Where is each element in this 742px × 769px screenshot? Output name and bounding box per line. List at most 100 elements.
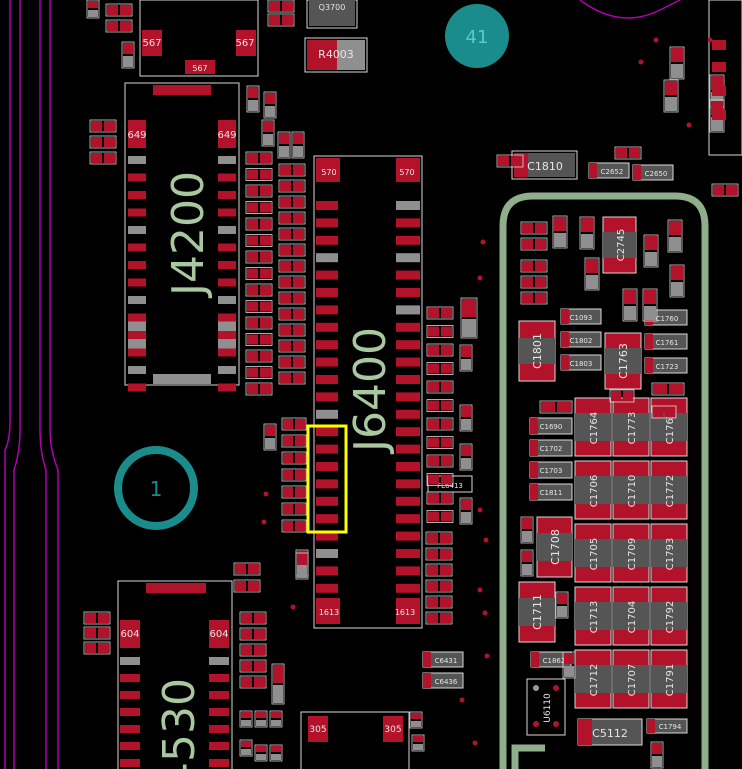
capacitor-c1764[interactable]: C1764 <box>574 397 612 457</box>
capacitor-c1802[interactable]: C1802 <box>560 331 602 348</box>
passive-component[interactable] <box>278 211 306 225</box>
passive-component[interactable] <box>281 434 307 448</box>
passive-component[interactable] <box>281 451 307 465</box>
capacitor-c1762[interactable]: C1762 <box>650 397 688 457</box>
passive-component[interactable] <box>614 146 642 160</box>
passive-component[interactable] <box>269 710 283 728</box>
passive-component[interactable] <box>245 349 273 363</box>
passive-component[interactable] <box>278 227 306 241</box>
capacitor-c1763[interactable]: C1763 <box>604 332 642 390</box>
resistor-r4003[interactable]: R4003 <box>304 37 368 73</box>
passive-component[interactable] <box>426 436 454 449</box>
passive-component[interactable] <box>426 380 454 394</box>
passive-component[interactable] <box>426 362 454 375</box>
passive-component[interactable] <box>245 382 273 396</box>
passive-component[interactable] <box>233 562 261 576</box>
passive-component[interactable] <box>520 221 548 235</box>
passive-component[interactable] <box>239 675 267 689</box>
passive-component[interactable] <box>278 243 306 257</box>
passive-component[interactable] <box>425 547 453 561</box>
capacitor-c1791[interactable]: C1791 <box>650 649 688 709</box>
passive-component[interactable] <box>459 404 473 432</box>
passive-component[interactable] <box>496 154 524 168</box>
passive-component[interactable] <box>520 516 534 544</box>
passive-component[interactable] <box>267 13 295 27</box>
passive-component[interactable] <box>278 307 306 321</box>
passive-component[interactable] <box>245 168 273 181</box>
connector-j4200[interactable]: 649 649 J4200 <box>124 82 240 392</box>
capacitor-c1707[interactable]: C1707 <box>612 649 650 709</box>
capacitor-c1708[interactable]: C1708 <box>536 516 573 578</box>
passive-component[interactable] <box>562 651 576 679</box>
passive-component[interactable] <box>459 443 473 471</box>
passive-component[interactable] <box>239 739 253 757</box>
passive-component[interactable] <box>278 339 306 353</box>
passive-component[interactable] <box>245 184 273 198</box>
passive-component[interactable] <box>269 744 283 762</box>
passive-component[interactable] <box>83 611 111 625</box>
passive-component[interactable] <box>245 333 273 346</box>
capacitor-c1773[interactable]: C1773 <box>612 397 650 457</box>
passive-component[interactable] <box>411 734 425 752</box>
passive-component[interactable] <box>425 579 453 593</box>
passive-component[interactable] <box>86 0 100 19</box>
passive-component[interactable] <box>89 119 117 133</box>
passive-component[interactable] <box>579 216 595 250</box>
passive-component[interactable] <box>291 131 305 159</box>
passive-component[interactable] <box>425 611 453 625</box>
passive-component[interactable] <box>278 355 306 369</box>
capacitor-c1706[interactable]: C1706 <box>574 460 612 520</box>
connector-j6400[interactable]: 570 570 1613 1613 J6400 <box>313 155 423 629</box>
capacitor-c1772[interactable]: C1772 <box>650 460 688 520</box>
passive-component[interactable] <box>711 183 739 197</box>
passive-component[interactable] <box>263 423 277 451</box>
passive-component[interactable] <box>609 389 635 403</box>
passive-component[interactable] <box>83 626 111 640</box>
capacitor-c1794[interactable]: C1794 <box>646 718 688 734</box>
passive-component[interactable] <box>239 611 267 625</box>
capacitor-c1710[interactable]: C1710 <box>612 460 650 520</box>
passive-component[interactable] <box>245 151 273 165</box>
capacitor-c1093[interactable]: C1093 <box>560 308 602 325</box>
passive-component[interactable] <box>642 288 658 322</box>
capacitor-c6436[interactable]: C6436 <box>422 672 464 689</box>
passive-component[interactable] <box>89 135 117 149</box>
capacitor-c1793[interactable]: C1793 <box>650 523 688 583</box>
passive-component[interactable] <box>425 563 453 577</box>
capacitor-c1761[interactable]: C1761 <box>644 333 688 350</box>
passive-component[interactable] <box>245 217 273 231</box>
passive-component[interactable] <box>245 366 273 379</box>
mounting-hole-41[interactable]: 41 <box>445 4 509 68</box>
passive-component[interactable] <box>539 400 573 414</box>
passive-component[interactable] <box>281 468 307 482</box>
passive-component[interactable] <box>89 151 117 165</box>
passive-component[interactable] <box>254 744 268 762</box>
passive-component[interactable] <box>278 323 306 337</box>
capacitor-c1703[interactable]: C1703 <box>529 461 573 479</box>
passive-component[interactable] <box>121 41 135 69</box>
passive-component[interactable] <box>651 382 685 396</box>
passive-component[interactable] <box>520 237 548 251</box>
passive-component[interactable] <box>278 163 306 177</box>
passive-component[interactable] <box>239 627 267 641</box>
capacitor-c1704[interactable]: C1704 <box>612 586 650 646</box>
passive-component[interactable] <box>233 579 261 593</box>
passive-component[interactable] <box>239 710 253 728</box>
capacitor-c6431[interactable]: C6431 <box>422 651 464 668</box>
passive-component[interactable] <box>281 485 307 499</box>
passive-component[interactable] <box>239 659 267 673</box>
passive-component[interactable] <box>555 591 569 619</box>
passive-component[interactable] <box>520 291 548 305</box>
passive-component[interactable] <box>278 291 306 305</box>
passive-component[interactable] <box>520 275 548 289</box>
capacitor-c1711[interactable]: C1711 <box>518 581 556 643</box>
capacitor-c2745[interactable]: C2745 <box>602 216 637 274</box>
passive-component[interactable] <box>669 264 685 298</box>
capacitor-c1713[interactable]: C1713 <box>574 586 612 646</box>
passive-component[interactable] <box>663 79 679 113</box>
passive-component[interactable] <box>278 275 306 289</box>
passive-component[interactable] <box>278 371 306 385</box>
passive-component[interactable] <box>245 234 273 247</box>
capacitor-c1723[interactable]: C1723 <box>644 357 688 374</box>
passive-component[interactable] <box>669 46 685 80</box>
